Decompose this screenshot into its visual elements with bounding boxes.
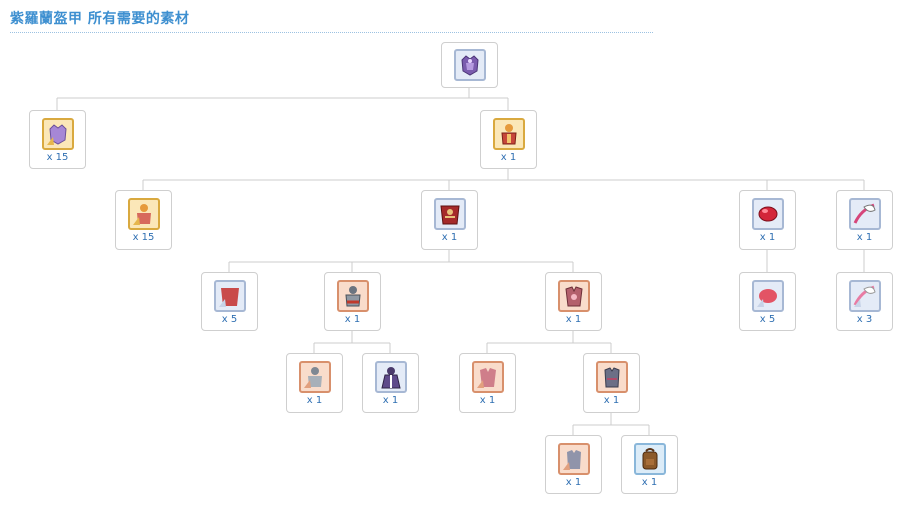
page-title: 紫羅蘭盔甲 所有需要的素材 xyxy=(10,11,190,27)
violet-armor-fragment-icon xyxy=(42,118,74,150)
material-node-grey-cloth-armor[interactable]: x 1 xyxy=(583,353,640,413)
quantity-label: x 1 xyxy=(441,232,458,243)
purple-robe-icon xyxy=(375,361,407,393)
material-node-red-cape-armor[interactable]: x 1 xyxy=(421,190,478,250)
material-node-pink-armor-fragment[interactable]: x 1 xyxy=(459,353,516,413)
red-cape-fragment-icon xyxy=(214,280,246,312)
grey-cloth-fragment-icon xyxy=(558,443,590,475)
crimson-armor-fragment-icon xyxy=(128,198,160,230)
red-gem-icon xyxy=(752,198,784,230)
grey-armor-fragment-icon xyxy=(299,361,331,393)
leather-backpack-icon xyxy=(634,443,666,475)
quantity-label: x 1 xyxy=(759,232,776,243)
quantity-label: x 15 xyxy=(46,152,69,163)
quantity-label: x 5 xyxy=(221,314,238,325)
material-node-purple-robe[interactable]: x 1 xyxy=(362,353,419,413)
material-node-pink-quill-fragment[interactable]: x 3 xyxy=(836,272,893,331)
material-node-violet-fragment[interactable]: x 15 xyxy=(29,110,86,169)
red-gem-fragment-icon xyxy=(752,280,784,312)
material-node-grey-armor-fragment[interactable]: x 1 xyxy=(286,353,343,413)
material-node-crimson-armor[interactable]: x 1 xyxy=(480,110,537,169)
quantity-label: x 1 xyxy=(382,395,399,406)
grey-cloth-armor-icon xyxy=(596,361,628,393)
quantity-label: x 1 xyxy=(479,395,496,406)
quantity-label: x 5 xyxy=(759,314,776,325)
material-node-pink-quill[interactable]: x 1 xyxy=(836,190,893,250)
pink-armor-fragment-icon xyxy=(472,361,504,393)
material-node-root[interactable] xyxy=(441,42,498,88)
quantity-label: x 3 xyxy=(856,314,873,325)
crimson-armor-icon xyxy=(493,118,525,150)
material-node-red-cape-fragment[interactable]: x 5 xyxy=(201,272,258,331)
violet-armor-icon xyxy=(454,49,486,81)
quantity-label: x 15 xyxy=(132,232,155,243)
pink-quill-fragment-icon xyxy=(849,280,881,312)
material-node-pink-armor[interactable]: x 1 xyxy=(545,272,602,331)
quantity-label: x 1 xyxy=(306,395,323,406)
quantity-label: x 1 xyxy=(344,314,361,325)
material-node-red-gem-fragment[interactable]: x 5 xyxy=(739,272,796,331)
material-node-crimson-fragment[interactable]: x 15 xyxy=(115,190,172,250)
quantity-label: x 1 xyxy=(603,395,620,406)
material-node-leather-backpack[interactable]: x 1 xyxy=(621,435,678,494)
pink-armor-icon xyxy=(558,280,590,312)
material-node-red-gem[interactable]: x 1 xyxy=(739,190,796,250)
pink-quill-icon xyxy=(849,198,881,230)
quantity-label: x 1 xyxy=(500,152,517,163)
quantity-label: x 1 xyxy=(641,477,658,488)
grey-armor-icon xyxy=(337,280,369,312)
red-cape-armor-icon xyxy=(434,198,466,230)
title-divider xyxy=(10,32,653,33)
material-node-grey-cloth-fragment[interactable]: x 1 xyxy=(545,435,602,494)
quantity-label: x 1 xyxy=(565,477,582,488)
material-node-grey-armor[interactable]: x 1 xyxy=(324,272,381,331)
quantity-label: x 1 xyxy=(856,232,873,243)
quantity-label: x 1 xyxy=(565,314,582,325)
